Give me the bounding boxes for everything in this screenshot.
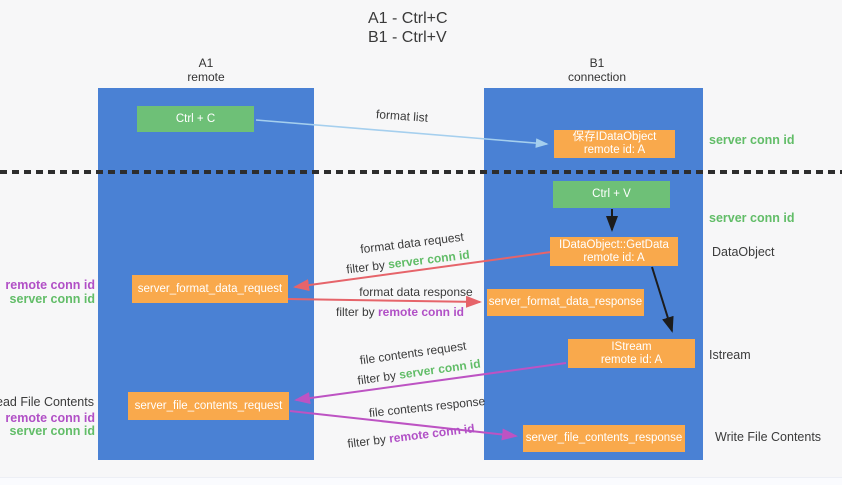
column-header-a1: A1 remote xyxy=(146,56,266,84)
filter-by-text: filter by xyxy=(335,305,378,319)
column-b1-name: B1 xyxy=(589,56,605,70)
istream-box: IStream remote id: A xyxy=(568,339,695,368)
ctrl-v-label: Ctrl + V xyxy=(592,188,631,200)
ctrl-v-box: Ctrl + V xyxy=(553,181,670,208)
ctrl-c-label: Ctrl + C xyxy=(175,112,216,125)
server-conn-id-annotation-top-right: server conn id xyxy=(709,133,795,147)
server-file-contents-request-box: server_file_contents_request xyxy=(128,392,289,420)
getdata-line1: IDataObject::GetData xyxy=(559,238,669,251)
server-format-data-request-box: server_format_data_request xyxy=(132,275,288,303)
idataobject-getdata-box: IDataObject::GetData remote id: A xyxy=(550,237,678,266)
server-format-data-request-label: server_format_data_request xyxy=(137,282,283,295)
server-file-contents-response-label: server_file_contents_response xyxy=(525,432,683,444)
remote-conn-id-annotation-left-top: remote conn id xyxy=(5,278,95,292)
column-header-b1: B1 connection xyxy=(537,56,657,84)
filter-by-text: filter by xyxy=(356,367,401,388)
remote-conn-id-annotation-left-bottom: remote conn id xyxy=(5,411,95,425)
title-line-1: A1 - Ctrl+C xyxy=(368,10,448,27)
file-contents-response-filter-label: filter by remote conn id xyxy=(347,421,476,450)
column-b1-role: connection xyxy=(567,70,627,84)
filter-by-text: filter by xyxy=(346,431,391,451)
istream-line2: remote id: A xyxy=(600,353,663,366)
save-idataobject-box: 保存IDataObject remote id: A xyxy=(554,130,675,158)
diagram-title: A1 - Ctrl+C B1 - Ctrl+V xyxy=(368,9,448,47)
dataobject-annotation: DataObject xyxy=(712,245,775,259)
format-data-response-filter-label: filter by remote conn id xyxy=(336,305,464,319)
istream-line1: IStream xyxy=(611,340,652,353)
server-format-data-response-label: server_format_data_response xyxy=(488,296,643,308)
file-contents-response-label: file contents response xyxy=(368,393,486,421)
istream-annotation: Istream xyxy=(709,348,751,362)
column-a1-name: A1 xyxy=(198,56,214,70)
window-bottom-edge xyxy=(0,477,842,485)
save-idataobject-line1: 保存IDataObject xyxy=(572,131,657,143)
format-data-response-arrow xyxy=(287,295,482,308)
server-conn-id-annotation-left-bottom: server conn id xyxy=(9,424,95,438)
server-format-data-response-box: server_format_data_response xyxy=(487,289,644,316)
title-line-2: B1 - Ctrl+V xyxy=(368,29,447,46)
server-conn-id-annotation-left-top: server conn id xyxy=(9,292,95,306)
format-data-response-label: format data response xyxy=(359,285,473,299)
ctrl-c-box: Ctrl + C xyxy=(137,106,254,132)
server-file-contents-request-label: server_file_contents_request xyxy=(134,399,283,412)
getdata-line2: remote id: A xyxy=(583,251,645,264)
read-file-contents-annotation: Read File Contents xyxy=(0,395,94,409)
remote-conn-id-text: remote conn id xyxy=(378,305,465,319)
save-idataobject-line2: remote id: A xyxy=(583,144,646,156)
server-file-contents-response-box: server_file_contents_response xyxy=(523,425,685,452)
format-list-label: format list xyxy=(375,107,429,125)
remote-conn-id-text: remote conn id xyxy=(388,421,476,446)
server-conn-id-annotation-mid-right: server conn id xyxy=(709,211,795,225)
column-a1-role: remote xyxy=(187,70,225,84)
filter-by-text: filter by xyxy=(345,257,389,277)
write-file-contents-annotation: Write File Contents xyxy=(715,430,822,444)
